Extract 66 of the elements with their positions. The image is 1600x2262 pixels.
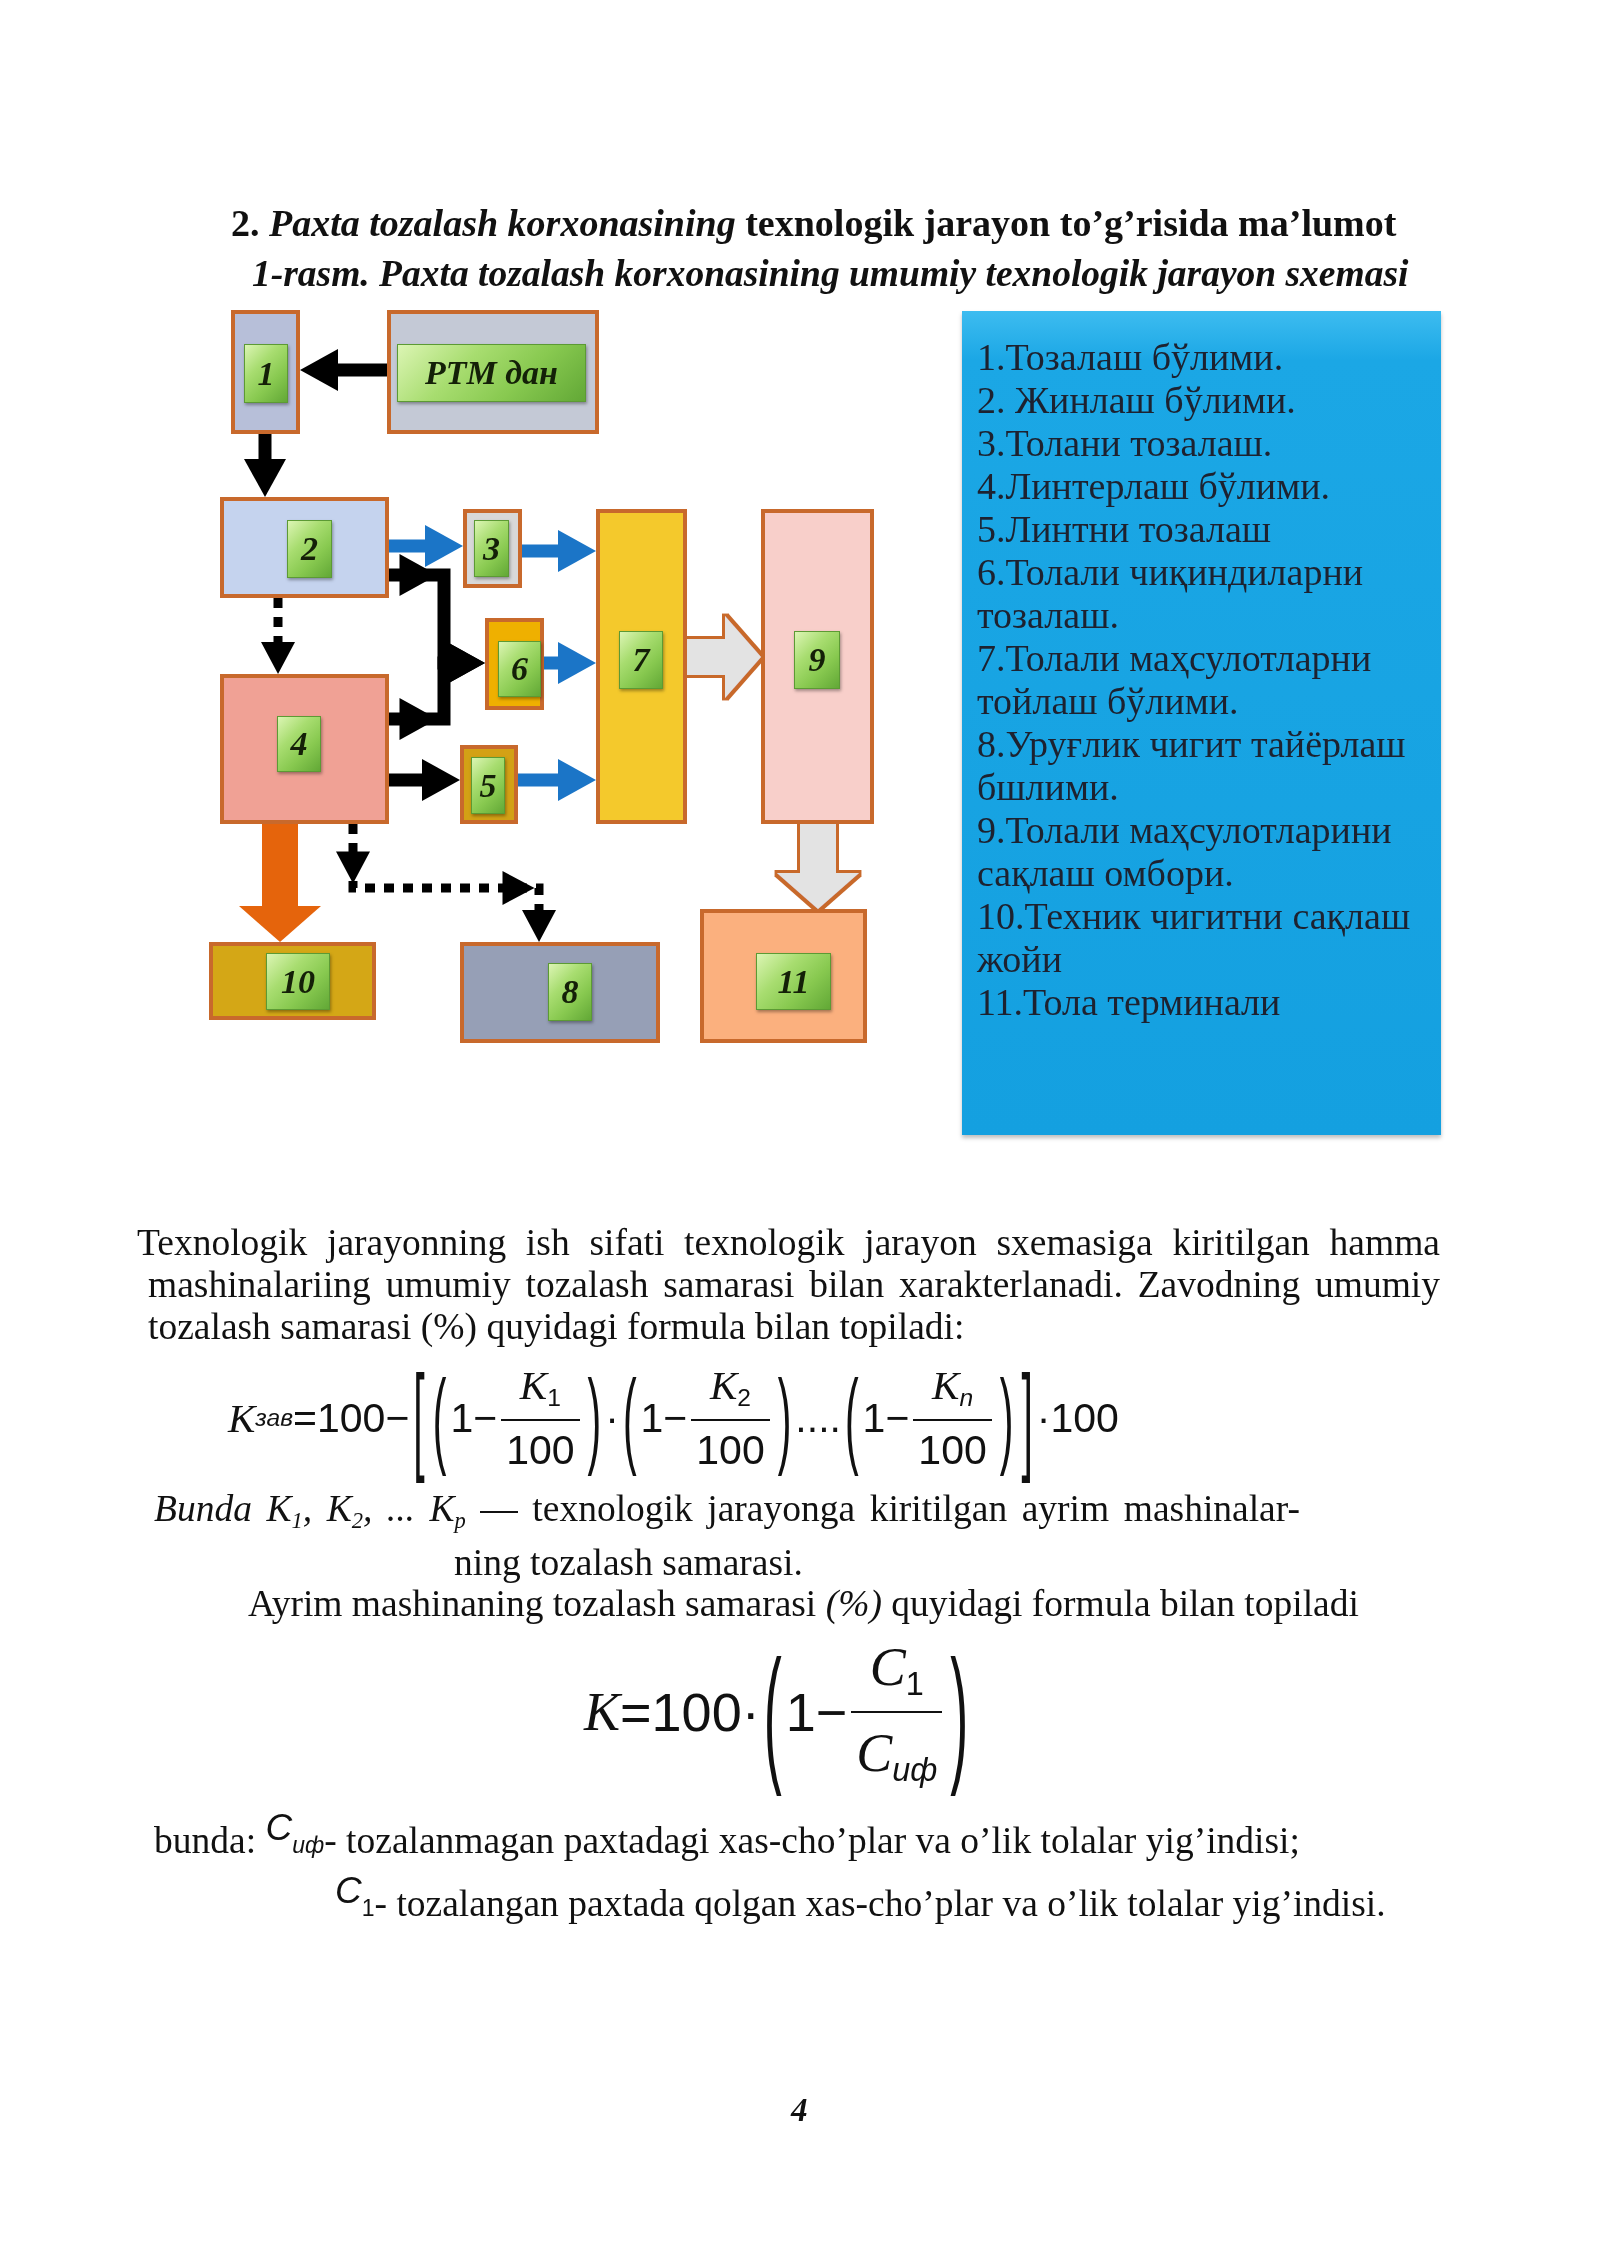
block-arrow	[239, 824, 321, 942]
process-box	[209, 942, 376, 1020]
process-box	[700, 909, 867, 1043]
number-tile: 2	[287, 520, 332, 578]
fraction-numerator: K$_{2}$	[691, 1362, 770, 1421]
number-tile: 1	[244, 344, 288, 403]
number-tile: 10	[266, 953, 330, 1010]
arrow	[518, 759, 596, 801]
arrow	[300, 349, 387, 391]
definition-text: Bunda K$_{1}$, K$_{2}$, ... K$_{p}$ — texnologik jarayonga kiritilgan ayrim mashinalar- ning tozalash samarasi.	[154, 1488, 1300, 1584]
arrow	[544, 642, 596, 684]
number-tile: 11	[756, 953, 831, 1010]
figure-caption: 1-rasm. Paxta tozalash korxonasining umumiy texnologik jarayon sxemasi	[252, 252, 1409, 295]
process-box	[220, 674, 389, 824]
list-item: 2. Жинлаш бўлими.	[977, 379, 1297, 422]
number-tile: 7	[619, 631, 663, 689]
fraction-denominator: 100	[917, 1425, 988, 1474]
section-heading: 2. Paxta tozalash korxonasining texnologik jarayon to’g’risida ma’lumot	[231, 201, 1397, 245]
arrow	[389, 525, 463, 567]
number-tile: 8	[548, 963, 592, 1021]
process-box	[460, 942, 660, 1043]
arrow	[522, 530, 596, 572]
number-tile: 6	[498, 641, 541, 697]
page-number: 4	[791, 2092, 808, 2129]
fraction-numerator: C$_{1}$	[851, 1635, 943, 1713]
definition-text: C$_{1}$- tozalangan paxtada qolgan xas-cho’plar va o’lik tolalar yig’indisi.	[335, 1869, 1386, 1926]
process-box	[231, 310, 300, 434]
fraction-denominator: 100	[505, 1425, 576, 1474]
number-tile: 3	[474, 520, 509, 577]
process-box	[463, 509, 522, 588]
block-arrow	[687, 616, 761, 698]
process-box	[485, 618, 544, 710]
info-panel	[962, 311, 1441, 1135]
list-item: 4.Линтерлаш бўлими.	[977, 465, 1332, 508]
arrow	[244, 434, 286, 497]
number-tile: 4	[277, 716, 321, 772]
list-item: 1.Тозалаш бўлими.	[977, 336, 1285, 379]
list-item: 8.Уруғлик чигит тайёрлаш бшлими.	[977, 723, 1407, 809]
process-box	[460, 745, 518, 824]
list-item: 7.Толали маҳсулотларни тойлаш бўлими.	[977, 637, 1373, 723]
number-tile: 9	[794, 631, 840, 689]
paragraph: Texnologik jarayonning ish sifati texnologik jarayon sxemasiga kiritilgan hamma mashinalariing umumiy tozalash samarasi bilan xarakterlanadi. Zavodning umumiy tozalash samarasi (%) quyidagi formula bilan topiladi:	[137, 1222, 1440, 1348]
fraction-numerator: K$_{1}$	[501, 1362, 580, 1421]
list-item: 9.Толали маҳсулотларини сақлаш омбори.	[977, 809, 1393, 895]
paragraph: Ayrim mashinaning tozalash samarasi (%) quyidagi formula bilan topiladi	[248, 1583, 1359, 1625]
list-item: 3.Толани тозалаш.	[977, 422, 1274, 465]
process-box	[761, 509, 874, 824]
list-item: 6.Толали чиқиндиларни тозалаш.	[977, 551, 1365, 637]
fraction-denominator: 100	[695, 1425, 766, 1474]
arrow	[389, 759, 460, 801]
fraction-denominator: C$_{иф}$	[855, 1722, 939, 1789]
fraction-numerator: K$_{n}$	[913, 1362, 992, 1421]
process-box	[220, 497, 389, 598]
list-item: 10.Техник чигитни сақлаш жойи	[977, 895, 1412, 981]
process-box	[596, 509, 687, 824]
list-item: 5.Линтни тозалаш	[977, 508, 1273, 551]
number-tile: 5	[471, 757, 505, 814]
label-tile: РТМ дан	[397, 344, 586, 402]
formula-term: )	[949, 1627, 970, 1797]
process-box	[387, 310, 599, 434]
list-item: 11.Тола терминали	[977, 981, 1282, 1024]
dotted-arrow	[261, 598, 295, 674]
arrow	[389, 642, 485, 740]
dotted-arrow	[336, 824, 556, 942]
definition-text: bunda: C$_{иф}$- tozalanmagan paxtadagi xas-cho’plar va o’lik tolalar yig’indisi;	[154, 1806, 1300, 1863]
block-arrow	[777, 824, 859, 909]
